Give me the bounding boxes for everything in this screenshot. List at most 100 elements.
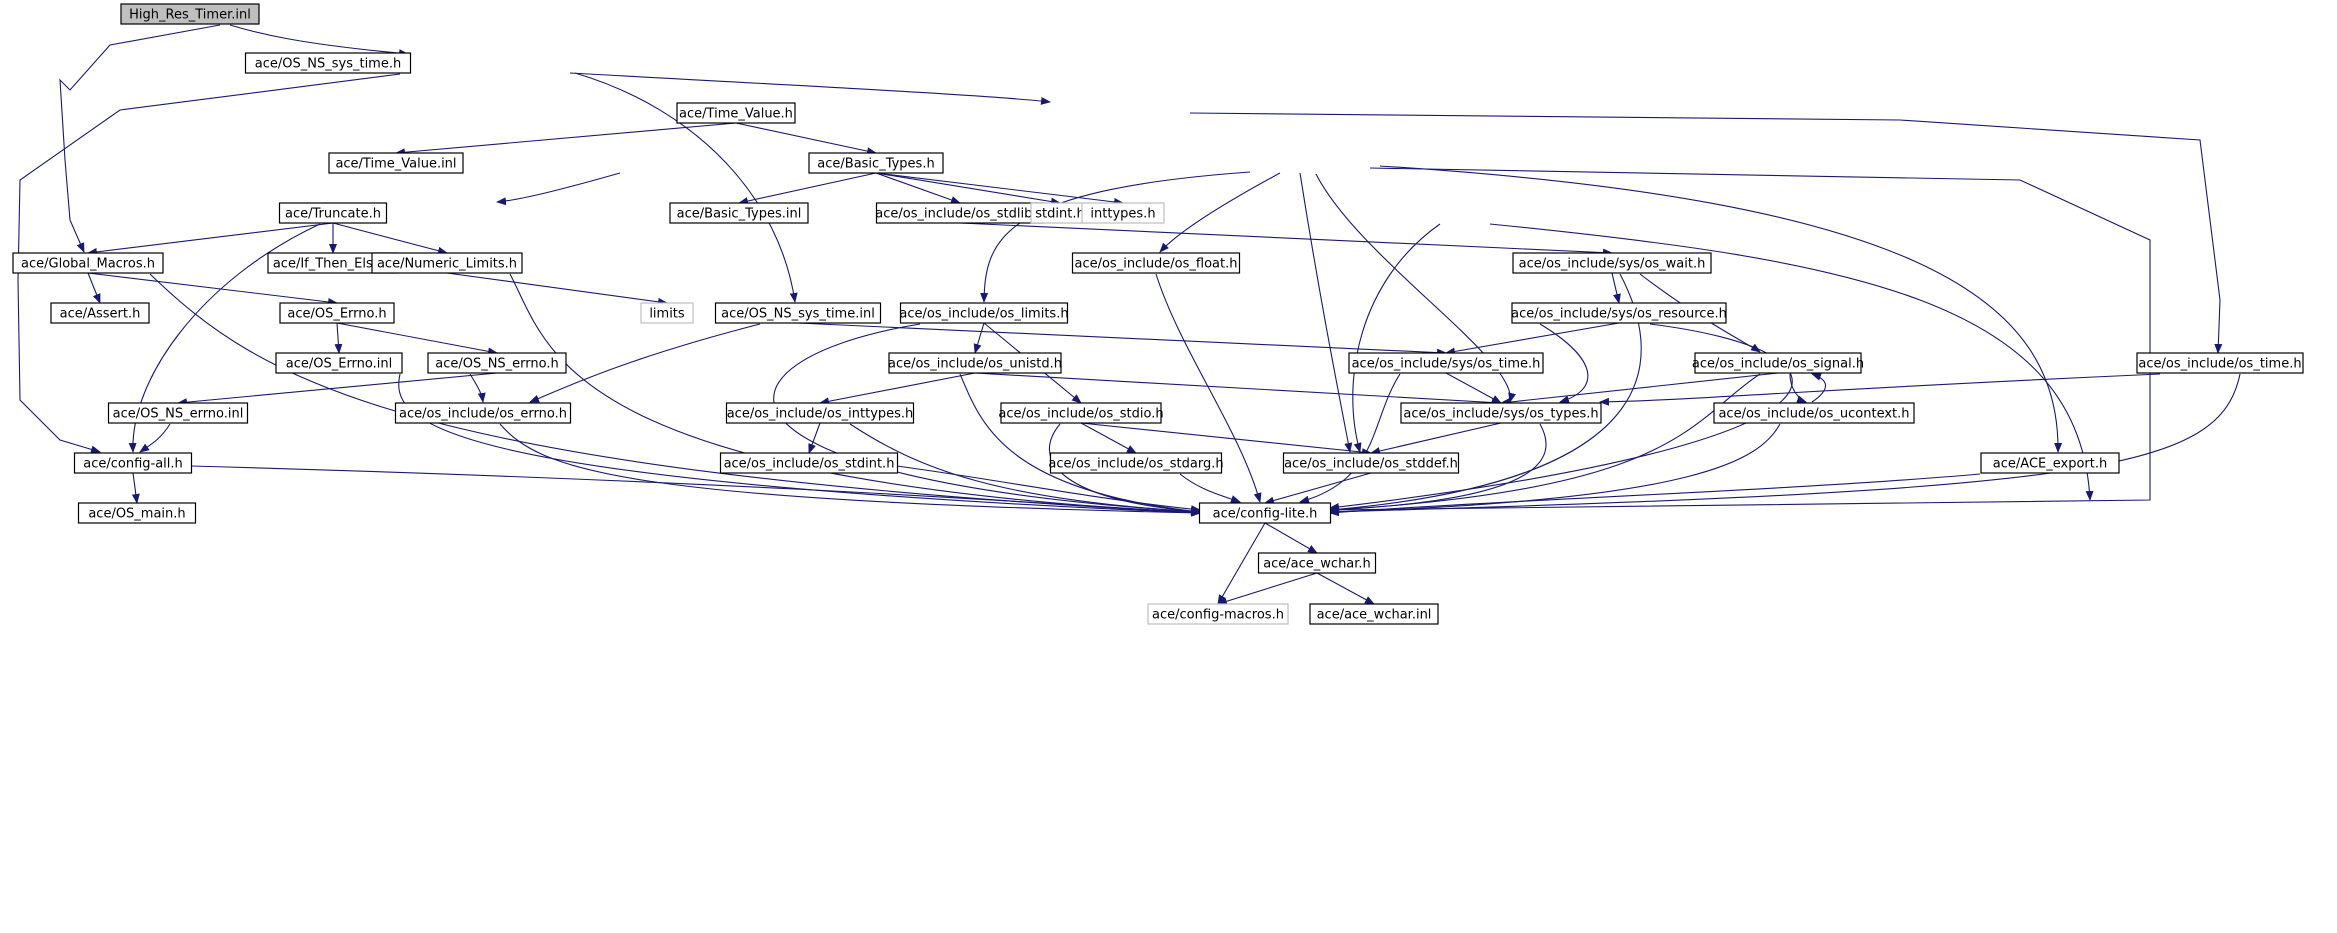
edge-signal-to-types [1500,372,1779,407]
node-box [120,3,260,25]
node-box [725,402,915,424]
node-export[interactable]: ace/ACE_export.h [1980,452,2120,474]
edge-bt-to-stdlib [875,172,961,204]
edge-res-to-types [1539,323,1589,404]
node-label: ace/ace_wchar.inl [1317,608,1432,623]
node-box [888,352,1062,374]
node-ite[interactable]: ace/If_Then_Else.h [267,252,399,274]
node-label: ace/Assert.h [60,307,141,322]
edge-export-to-cfglite [1329,473,1981,517]
node-label: ace/os_include/os_stdio.h [998,407,1163,422]
edge-nsst-to-nsstinl [574,72,798,303]
node-nsst[interactable]: ace/OS_NS_sys_time.h [244,52,412,74]
node-float[interactable]: ace/os_include/os_float.h [1071,252,1241,274]
node-box [1694,352,1862,374]
node-label: ace/Global_Macros.h [21,257,155,272]
node-stdarg[interactable]: ace/os_include/os_stdarg.h [1048,452,1224,474]
node-wchar[interactable]: ace/ace_wchar.h [1257,552,1377,574]
node-inttypes[interactable]: inttypes.h [1081,202,1165,224]
edge-bt-to-types [1315,173,1516,403]
node-stddef[interactable]: ace/os_include/os_stddef.h [1282,452,1460,474]
node-label: High_Res_Timer.inl [129,8,251,23]
node-tv[interactable]: ace/Time_Value.h [676,102,796,124]
node-ostime[interactable]: ace/os_include/os_time.h [2136,352,2304,374]
node-nsstinl[interactable]: ace/OS_NS_sys_time.inl [714,302,882,324]
node-bt[interactable]: ace/Basic_Types.h [808,152,944,174]
node-box [77,502,197,524]
edge-nsstinl-to-systime [797,322,1447,357]
node-label: ace/os_include/os_float.h [1074,257,1237,272]
edge-stdio-to-stdarg [1080,422,1137,454]
node-cfgmac[interactable]: ace/config-macros.h [1147,603,1289,625]
edge-signal-to-cfglite [1329,373,1761,514]
edge-ostime-to-cfglite [1329,373,2241,516]
edge-hrt-to-gm [59,24,221,253]
edge-tvinl-to-trunc [496,172,621,206]
node-osmain[interactable]: ace/OS_main.h [77,502,197,524]
node-box [328,152,464,174]
node-label: ace/Basic_Types.h [817,157,934,172]
edge-cfgall-to-cfglite [190,465,1201,517]
node-ucontext[interactable]: ace/os_include/os_ucontext.h [1713,402,1915,424]
node-stdio[interactable]: ace/os_include/os_stdio.h [998,402,1164,424]
node-box [899,302,1069,324]
node-trunc[interactable]: ace/Truncate.h [278,202,388,224]
edge-systime-to-cfglite [1299,373,1401,504]
edge-types-to-stddef [1370,422,1502,455]
node-box [2136,352,2304,374]
node-oserrno[interactable]: ace/os_include/os_errno.h [394,402,572,424]
node-signal[interactable]: ace/os_include/os_signal.h [1692,352,1864,374]
node-nl[interactable]: ace/Numeric_Limits.h [371,252,523,274]
node-label: limits [649,307,685,322]
node-types[interactable]: ace/os_include/sys/os_types.h [1400,402,1602,424]
node-label: ace/os_include/os_limits.h [899,307,1068,322]
node-stdint[interactable]: stdint.h [1030,202,1090,224]
edge-float-to-cfglite [1155,273,1262,503]
node-errno[interactable]: ace/OS_Errno.h [279,302,395,324]
node-box [1257,552,1377,574]
edge-res-to-cfglite [1329,323,1793,511]
edge-bt-to-btinl [738,172,877,205]
edge-stdlib-to-stddef [1352,223,1441,453]
node-gm[interactable]: ace/Global_Macros.h [12,252,164,274]
node-wcharinl[interactable]: ace/ace_wchar.inl [1309,603,1439,625]
node-box [278,202,388,224]
node-label: ace/OS_NS_sys_time.inl [721,307,875,322]
node-box [1713,402,1915,424]
node-cfgall[interactable]: ace/config-all.h [73,452,193,474]
node-wait[interactable]: ace/os_include/sys/os_wait.h [1512,252,1712,274]
node-box [1511,302,1727,324]
node-osstdint[interactable]: ace/os_include/os_stdint.h [719,452,899,474]
node-hrt[interactable]: High_Res_Timer.inl [120,3,260,25]
node-errnoinl[interactable]: ace/OS_Errno.inl [275,352,403,374]
edge-systime-to-types [1445,372,1502,404]
node-systime[interactable]: ace/os_include/sys/os_time.h [1348,352,1544,374]
edge-ite-to-cfglite [509,273,1201,517]
node-label: ace/os_include/sys/os_wait.h [1519,257,1706,272]
node-oslimits[interactable]: ace/os_include/os_limits.h [899,302,1069,324]
node-label: ace/Truncate.h [285,207,381,222]
node-label: ace/os_include/sys/os_time.h [1352,357,1541,372]
edge-hrt-to-nsst [229,24,409,58]
node-btinl[interactable]: ace/Basic_Types.inl [669,202,809,224]
node-osinttypes[interactable]: ace/os_include/os_inttypes.h [725,402,915,424]
edge-oslimits-to-unistd [973,322,985,354]
node-label: ace/os_include/sys/os_types.h [1403,407,1598,422]
node-limitsx[interactable]: limits [640,302,694,324]
edge-tv-to-bt [735,122,877,156]
node-unistd[interactable]: ace/os_include/os_unistd.h [888,352,1062,374]
node-tvinl[interactable]: ace/Time_Value.inl [328,152,464,174]
node-nserrnoinl[interactable]: ace/OS_NS_errno.inl [107,402,249,424]
node-box [73,452,193,474]
edge-ucontext-to-cfglite [1329,423,1781,516]
edge-trunc-to-gm [87,222,334,256]
node-assert[interactable]: ace/Assert.h [50,302,150,324]
node-label: ace/os_include/os_inttypes.h [727,407,914,422]
node-nserrno[interactable]: ace/OS_NS_errno.h [427,352,567,374]
node-box [1071,252,1241,274]
edge-stdio-to-cfglite [1048,423,1201,516]
node-cfglite[interactable]: ace/config-lite.h [1198,502,1332,524]
node-res[interactable]: ace/os_include/sys/os_resource.h [1511,302,1727,324]
node-label: ace/os_include/os_unistd.h [888,357,1062,372]
node-stdlib[interactable]: ace/os_include/os_stdlib.h [875,202,1045,224]
